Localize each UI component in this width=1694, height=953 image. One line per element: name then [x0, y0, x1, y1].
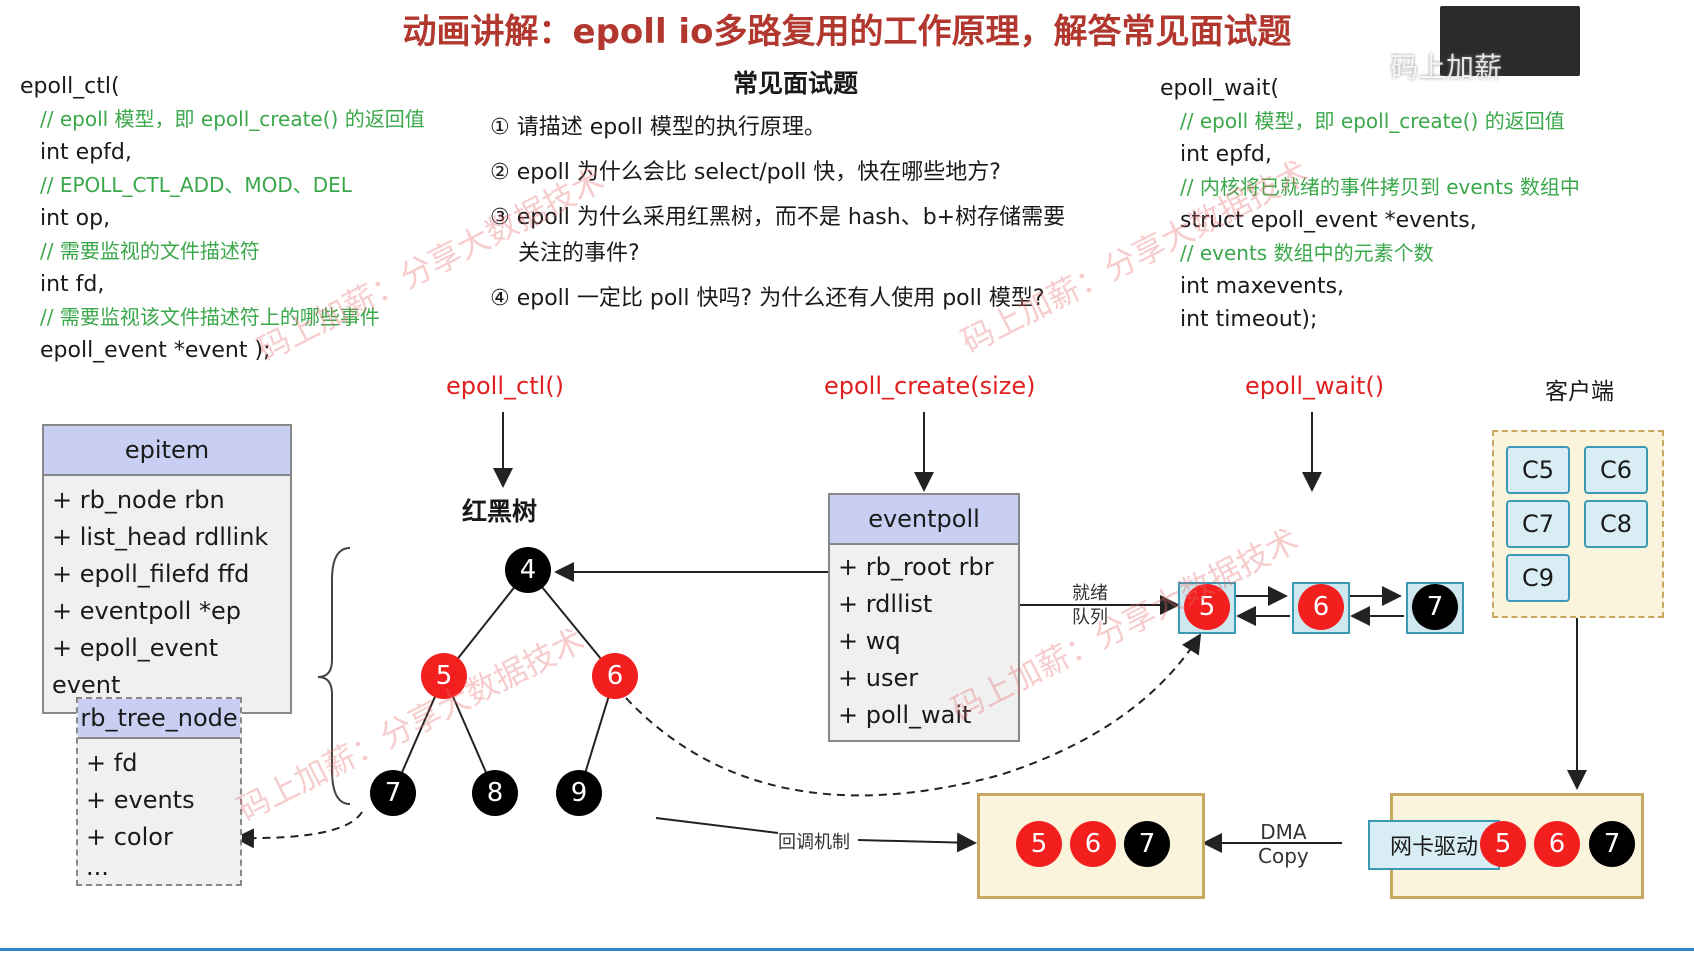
- eventpoll-field: + rdllist: [838, 590, 933, 618]
- ready-label-2: 队列: [1072, 607, 1108, 628]
- tree-node: 6: [592, 653, 638, 699]
- ready-queue-label: 就绪 队列: [1072, 582, 1108, 630]
- buffer-node: 6: [1070, 821, 1116, 867]
- epitem-field: + epoll_filefd ffd: [52, 560, 250, 588]
- epoll-ctl-label: epoll_ctl(): [446, 372, 565, 400]
- ctl-comment-2: // EPOLL_CTL_ADD、MOD、DEL: [40, 173, 352, 197]
- eventpoll-field: + poll_wait: [838, 701, 972, 729]
- rb-tree-node-title: rb_tree_node: [78, 699, 240, 739]
- ctl-arg-3: int fd,: [40, 272, 105, 297]
- callback-label: 回调机制: [778, 832, 850, 853]
- wait-arg-2: struct epoll_event *events,: [1180, 208, 1477, 233]
- brand-label: 码上加薪: [1390, 51, 1503, 84]
- questions-list: ① 请描述 epoll 模型的执行原理。 ② epoll 为什么会比 selec…: [490, 110, 1130, 317]
- wait-arg-1: int epfd,: [1180, 142, 1272, 167]
- epoll-wait-code: epoll_wait( // epoll 模型，即 epoll_create()…: [1160, 72, 1580, 336]
- question-3-cont: 关注的事件?: [490, 241, 640, 266]
- rbnode-field: + color: [86, 823, 173, 851]
- eventpoll-field: + user: [838, 664, 919, 692]
- ctl-arg-2: int op,: [40, 206, 111, 231]
- client-box: C8: [1584, 500, 1648, 548]
- nic-node: 7: [1589, 821, 1635, 867]
- ready-label-1: 就绪: [1072, 583, 1108, 604]
- client-box: C7: [1506, 500, 1570, 548]
- client-box: C6: [1584, 446, 1648, 494]
- question-2: ② epoll 为什么会比 select/poll 快，快在哪些地方?: [490, 160, 1001, 185]
- buffer-node: 7: [1124, 821, 1170, 867]
- epoll-wait-label: epoll_wait(): [1245, 372, 1385, 400]
- epitem-field: + eventpoll *ep: [52, 597, 241, 625]
- tree-node: 9: [556, 770, 602, 816]
- wait-comment-2: // 内核将已就绪的事件拷贝到 events 数组中: [1180, 175, 1580, 199]
- nic-node: 6: [1534, 821, 1580, 867]
- eventpoll-field: + rb_root rbr: [838, 553, 994, 581]
- eventpoll-field: + wq: [838, 627, 901, 655]
- bottom-rule: [0, 948, 1694, 951]
- tree-node: 5: [421, 653, 467, 699]
- wait-comment-3: // events 数组中的元素个数: [1180, 241, 1434, 265]
- ready-node: 6: [1298, 584, 1344, 630]
- dma-label: DMA: [1260, 820, 1307, 844]
- epitem-field: + list_head rdllink: [52, 523, 269, 551]
- question-3: ③ epoll 为什么采用红黑树，而不是 hash、b+树存储需要: [490, 205, 1066, 230]
- ctl-comment-4: // 需要监视该文件描述符上的哪些事件: [40, 305, 380, 329]
- rbtree-label: 红黑树: [462, 497, 538, 526]
- question-4: ④ epoll 一定比 poll 快吗? 为什么还有人使用 poll 模型?: [490, 286, 1045, 311]
- rbnode-field: + fd: [86, 749, 138, 777]
- epoll-create-label: epoll_create(size): [824, 372, 1036, 400]
- wait-comment-1: // epoll 模型，即 epoll_create() 的返回值: [1180, 109, 1565, 133]
- client-box: C9: [1506, 554, 1570, 602]
- questions-title: 常见面试题: [733, 69, 859, 98]
- rbnode-field: + events: [86, 786, 195, 814]
- tree-node: 8: [472, 770, 518, 816]
- wait-head: epoll_wait(: [1160, 76, 1279, 101]
- ready-node: 5: [1184, 584, 1230, 630]
- eventpoll-title: eventpoll: [830, 495, 1018, 545]
- epitem-title: epitem: [44, 426, 290, 476]
- nic-driver: 网卡驱动: [1368, 820, 1500, 870]
- eventpoll-class: eventpoll + rb_root rbr + rdllist + wq +…: [828, 493, 1020, 742]
- nic-label: 网卡驱动: [1389, 835, 1478, 860]
- ctl-comment-1: // epoll 模型，即 epoll_create() 的返回值: [40, 107, 425, 131]
- dma-copy-label: DMA Copy: [1258, 820, 1309, 868]
- epitem-class: epitem + rb_node rbn + list_head rdllink…: [42, 424, 292, 714]
- video-thumbnail: [1440, 6, 1580, 76]
- page-title: 动画讲解：epoll io多路复用的工作原理，解答常见面试题: [402, 12, 1292, 52]
- question-1: ① 请描述 epoll 模型的执行原理。: [490, 115, 826, 140]
- tree-node: 7: [370, 770, 416, 816]
- rb-tree-node-class: rb_tree_node + fd + events + color ...: [76, 697, 242, 886]
- ctl-head: epoll_ctl(: [20, 74, 120, 99]
- ctl-arg-1: int epfd,: [40, 140, 132, 165]
- epitem-field: + epoll_event event: [52, 634, 219, 699]
- wait-arg-3: int maxevents,: [1180, 274, 1345, 299]
- buffer-node: 5: [1016, 821, 1062, 867]
- copy-label: Copy: [1258, 844, 1309, 868]
- epoll-ctl-code: epoll_ctl( // epoll 模型，即 epoll_create() …: [20, 70, 425, 367]
- rbnode-field: ...: [86, 853, 109, 881]
- ready-node: 7: [1412, 584, 1458, 630]
- wait-arg-4: int timeout);: [1180, 307, 1318, 332]
- ctl-arg-4: epoll_event *event );: [40, 338, 271, 363]
- client-box: C5: [1506, 446, 1570, 494]
- tree-node: 4: [505, 547, 551, 593]
- epitem-field: + rb_node rbn: [52, 486, 225, 514]
- client-label: 客户端: [1545, 379, 1614, 405]
- ctl-comment-3: // 需要监视的文件描述符: [40, 239, 260, 263]
- nic-node: 5: [1480, 821, 1526, 867]
